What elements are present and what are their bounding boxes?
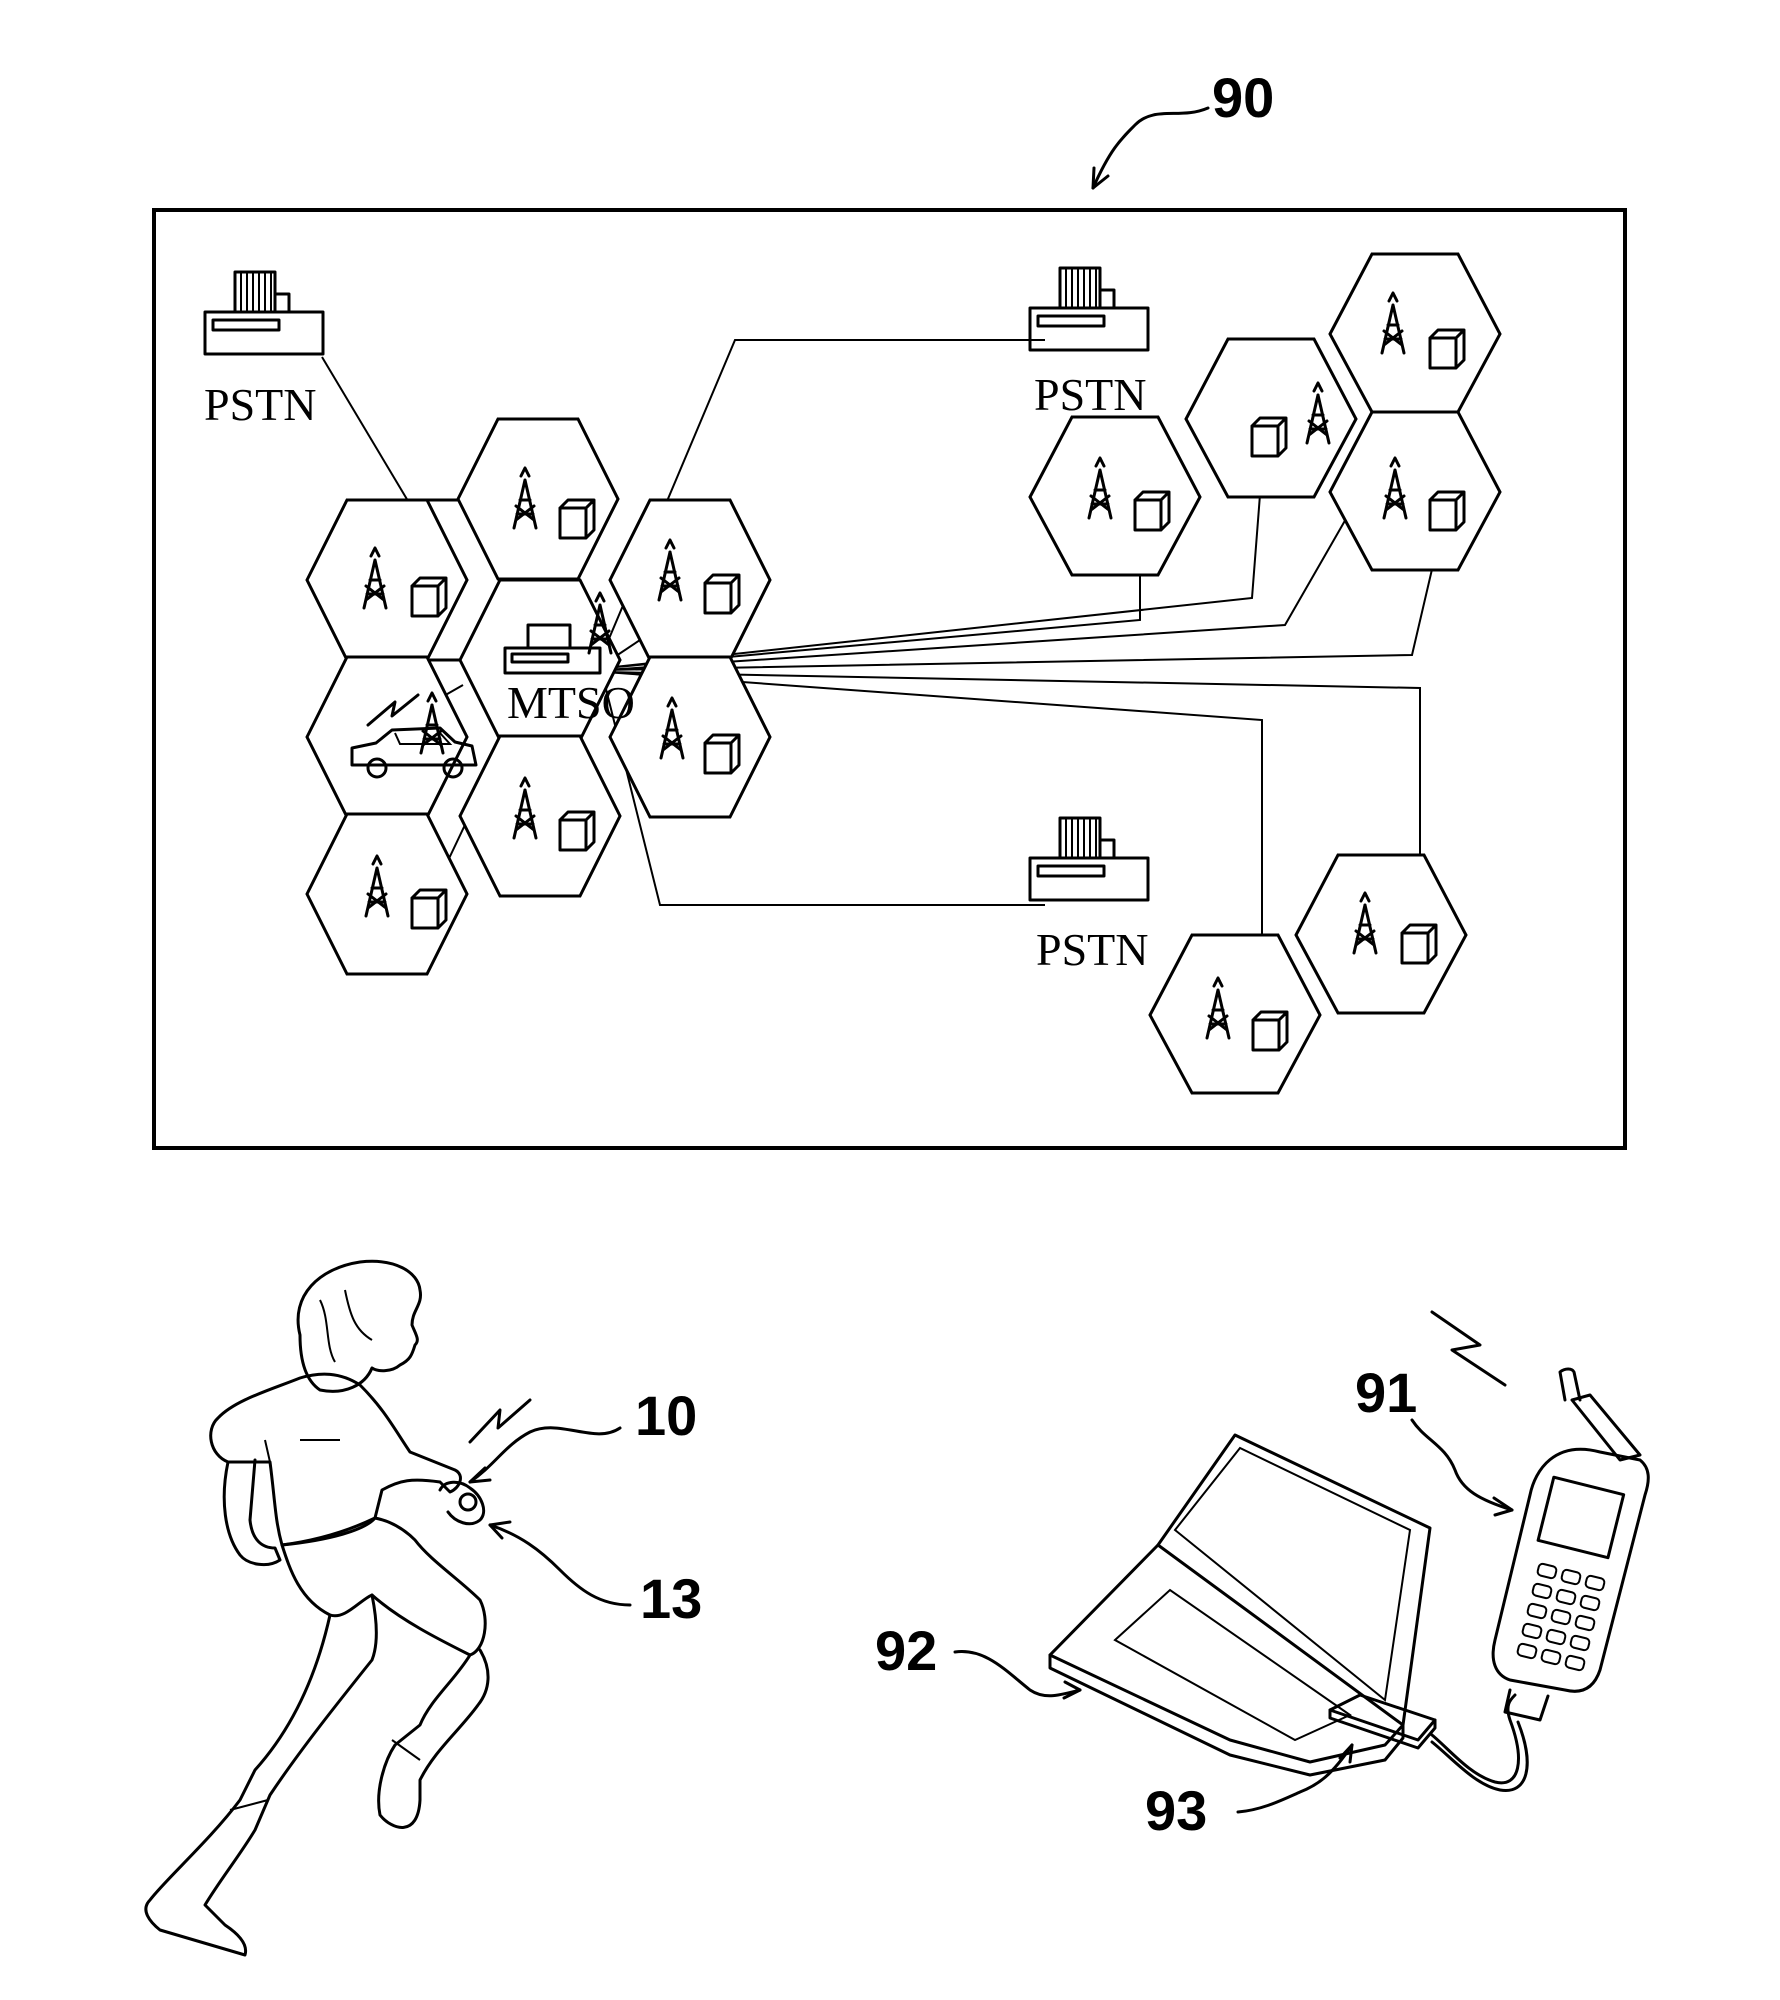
device-ref-label: 10 [635,1384,697,1447]
runner-figure [146,1261,488,1955]
pstn-device-icon [205,272,323,354]
pstn-label-top-right: PSTN [1034,369,1146,420]
phone-ref-leader [1412,1420,1512,1510]
sensor-ref-leader [490,1525,630,1605]
mobile-phone-icon [1493,1369,1648,1720]
phone-ref-label: 91 [1355,1361,1417,1424]
adapter-icon [1330,1695,1435,1748]
pstn-label-bottom: PSTN [1036,924,1148,975]
cell-cluster-bottom-right [1150,855,1466,1093]
equipment-signal-icon [1432,1312,1505,1385]
pstn-device-icon [1030,818,1148,900]
sensor-ref-label: 13 [640,1567,702,1630]
pstn-device-icon [1030,268,1148,350]
pstn-label-left: PSTN [204,379,316,430]
adapter-ref-label: 93 [1145,1779,1207,1842]
laptop-ref-label: 92 [875,1619,937,1682]
network-ref-leader [1093,108,1208,188]
device-ref-leader [470,1428,620,1482]
mtso-label: MTSO [507,677,635,728]
network-ref-label: 90 [1212,66,1274,129]
